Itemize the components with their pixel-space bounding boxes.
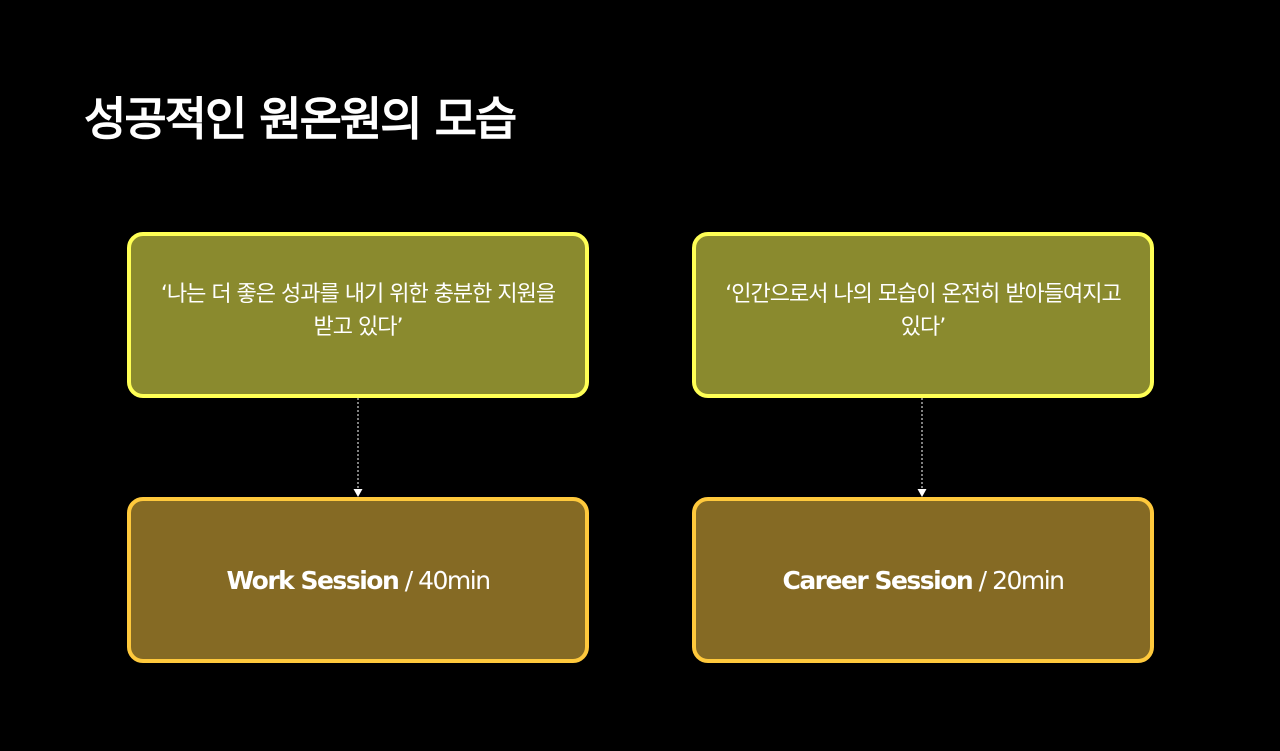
session-label-work: Work Session / 40min	[226, 565, 491, 595]
session-label-career: Career Session / 20min	[782, 565, 1065, 595]
session-box-career: Career Session / 20min	[692, 497, 1154, 663]
goal-quote-work: ‘나는 더 좋은 성과를 내기 위한 충분한 지원을 받고 있다’	[160, 282, 556, 340]
session-duration-work: 40min	[418, 565, 491, 595]
session-separator-career: /	[972, 565, 993, 595]
session-name-work: Work Session	[226, 565, 399, 595]
session-separator-work: /	[398, 565, 419, 595]
session-duration-career: 20min	[992, 565, 1065, 595]
goal-box-career: ‘인간으로서 나의 모습이 온전히 받아들여지고 있다’	[692, 232, 1154, 398]
session-name-career: Career Session	[782, 565, 973, 595]
connector-arrow-career	[917, 398, 927, 497]
connector-arrow-work	[353, 398, 363, 497]
goal-quote-career: ‘인간으로서 나의 모습이 온전히 받아들여지고 있다’	[725, 282, 1122, 340]
goal-box-work: ‘나는 더 좋은 성과를 내기 위한 충분한 지원을 받고 있다’	[127, 232, 589, 398]
session-box-work: Work Session / 40min	[127, 497, 589, 663]
page-title: 성공적인 원온원의 모습	[84, 92, 517, 146]
